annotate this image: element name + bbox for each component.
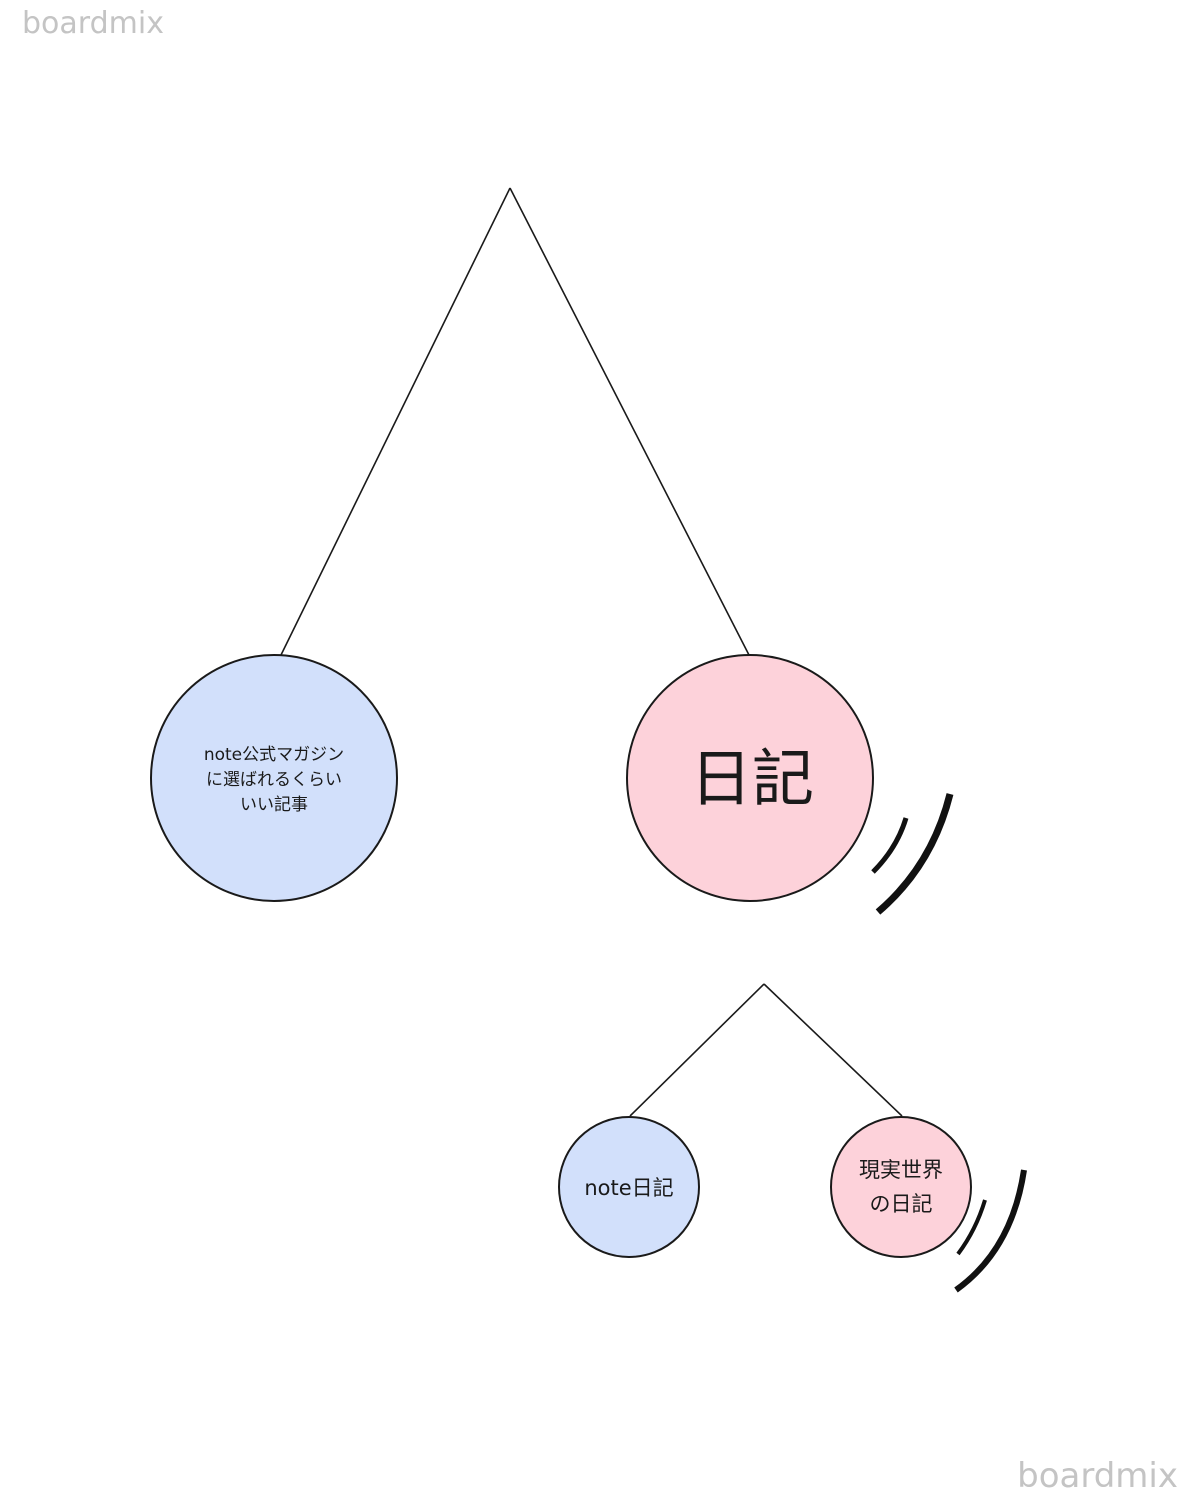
vibration-arc-outer [875, 793, 954, 915]
node-real-diary-line-2: の日記 [870, 1192, 933, 1216]
node-magazine[interactable]: note公式マガジン に選ばれるくらい いい記事 [150, 654, 398, 902]
connector-to-note-diary [629, 983, 765, 1117]
vibration-arc-inner [871, 817, 909, 874]
node-diary[interactable]: 日記 [626, 654, 874, 902]
node-real-diary-line-1: 現実世界 [859, 1158, 943, 1182]
top-branch-connector [280, 187, 750, 656]
node-magazine-line-1: note公式マガジン [204, 745, 344, 765]
bottom-branch-connector [629, 983, 903, 1117]
node-diary-label: 日記 [690, 742, 814, 815]
watermark-bottom-right: boardmix [1017, 1456, 1178, 1496]
node-magazine-line-2: に選ばれるくらい [206, 770, 342, 790]
connector-to-diary [509, 187, 750, 656]
connector-to-real-diary [763, 983, 903, 1117]
node-magazine-line-3: いい記事 [240, 795, 308, 815]
node-diary-circle [626, 654, 874, 902]
vibration-arc-inner-small [956, 1199, 987, 1256]
node-note-diary-circle [558, 1116, 700, 1258]
connector-to-magazine [280, 187, 511, 656]
node-real-diary[interactable]: 現実世界 の日記 [830, 1116, 972, 1258]
node-real-diary-circle [830, 1116, 972, 1258]
node-note-diary[interactable]: note日記 [558, 1116, 700, 1258]
vibration-icon-small [954, 1169, 1027, 1293]
node-magazine-circle [150, 654, 398, 902]
vibration-icon-large [871, 793, 954, 915]
vibration-arc-outer-small [954, 1169, 1027, 1293]
node-note-diary-label: note日記 [584, 1176, 673, 1200]
watermark-top-left: boardmix [22, 6, 164, 41]
